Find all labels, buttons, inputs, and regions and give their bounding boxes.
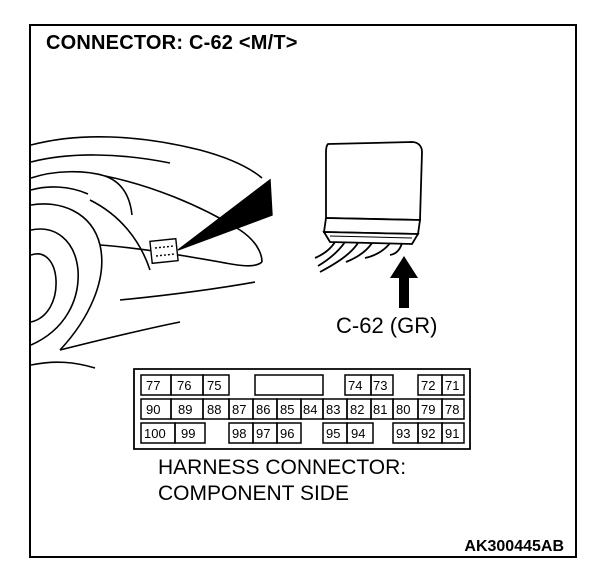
pin-label: 100	[144, 426, 166, 441]
pin-label: 93	[396, 426, 410, 441]
pin-label: 81	[373, 402, 387, 417]
pin-label: 71	[445, 378, 459, 393]
pin-label: 77	[146, 378, 160, 393]
pin-label: 89	[178, 402, 192, 417]
connector-label: C-62 (GR)	[336, 313, 438, 338]
pin-label: 84	[303, 402, 317, 417]
pin-label: 74	[348, 378, 362, 393]
harness-side-sublabel: COMPONENT SIDE	[158, 482, 349, 505]
pin-label: 82	[350, 402, 364, 417]
pin-label: 85	[280, 402, 294, 417]
pin-label: 92	[421, 426, 435, 441]
component-illustration	[314, 141, 423, 273]
pin-label: 76	[177, 378, 191, 393]
pin-label: 88	[207, 402, 221, 417]
pin-label: 83	[326, 402, 340, 417]
pin-label: 98	[232, 426, 246, 441]
pin-label: 73	[373, 378, 387, 393]
diagram-frame	[29, 24, 577, 558]
pin-label: 90	[146, 402, 160, 417]
figure-code: AK300445AB	[464, 538, 564, 555]
dashboard-illustration	[30, 135, 263, 369]
arrow-up-icon	[390, 256, 418, 308]
pin-label: 99	[181, 426, 195, 441]
connector-location-marker	[149, 178, 273, 265]
harness-side-label: HARNESS CONNECTOR:	[158, 456, 407, 479]
pin-label: 75	[207, 378, 221, 393]
pin-label: 87	[232, 402, 246, 417]
pin-label: 91	[445, 426, 459, 441]
pin-label: 95	[326, 426, 340, 441]
pin-label: 79	[421, 402, 435, 417]
diagram-title: CONNECTOR: C-62 <M/T>	[46, 32, 298, 54]
pin-label: 80	[396, 402, 410, 417]
pin-label: 78	[445, 402, 459, 417]
pin-labels: 77 76 75 74 73 72 71 90 89 88 87 86 85 8…	[144, 378, 459, 441]
pin-label: 94	[351, 426, 365, 441]
pin-label: 86	[256, 402, 270, 417]
connector-pin-grid	[133, 368, 471, 450]
pin-label: 96	[280, 426, 294, 441]
pin-label: 72	[421, 378, 435, 393]
pin-label: 97	[256, 426, 270, 441]
